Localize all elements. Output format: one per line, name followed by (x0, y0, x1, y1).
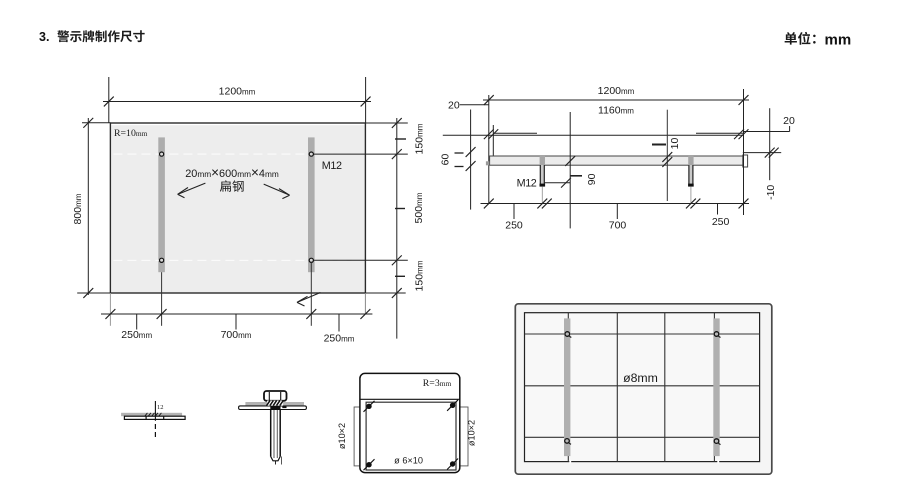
svg-text:1200mm: 1200mm (219, 86, 256, 98)
svg-text:700: 700 (609, 220, 627, 232)
svg-text:R=3mm: R=3mm (423, 378, 452, 389)
svg-text:12: 12 (157, 404, 164, 411)
svg-text:ø10×2: ø10×2 (337, 423, 347, 449)
svg-text:1160mm: 1160mm (598, 104, 634, 116)
svg-text:90: 90 (586, 173, 598, 185)
svg-text:3.: 3. (39, 30, 49, 44)
svg-text:10: 10 (669, 138, 681, 150)
svg-text:250mm: 250mm (324, 333, 355, 345)
svg-text:60: 60 (440, 154, 452, 166)
svg-text:250mm: 250mm (121, 329, 152, 341)
svg-text:ø8mm: ø8mm (623, 371, 658, 385)
svg-text:1200mm: 1200mm (598, 85, 635, 97)
svg-text:700mm: 700mm (221, 329, 252, 341)
svg-text:150mm: 150mm (413, 260, 425, 291)
svg-text:20mm×600mm×4mm: 20mm×600mm×4mm (185, 165, 279, 180)
svg-text:M12: M12 (322, 160, 342, 172)
svg-text:20: 20 (783, 115, 795, 127)
svg-text:M12: M12 (517, 178, 537, 190)
svg-text:250: 250 (712, 216, 730, 228)
svg-text:ø 6×10: ø 6×10 (394, 456, 423, 466)
svg-text:800mm: 800mm (72, 193, 84, 224)
svg-text:20: 20 (448, 100, 460, 112)
svg-text:mm: mm (825, 31, 852, 48)
svg-text:250: 250 (505, 220, 523, 232)
svg-text:150mm: 150mm (413, 123, 425, 154)
svg-text:-10: -10 (765, 185, 777, 200)
svg-text:R=10mm: R=10mm (114, 128, 148, 139)
svg-text:500mm: 500mm (413, 192, 425, 223)
svg-text:ø10×2: ø10×2 (467, 420, 477, 446)
